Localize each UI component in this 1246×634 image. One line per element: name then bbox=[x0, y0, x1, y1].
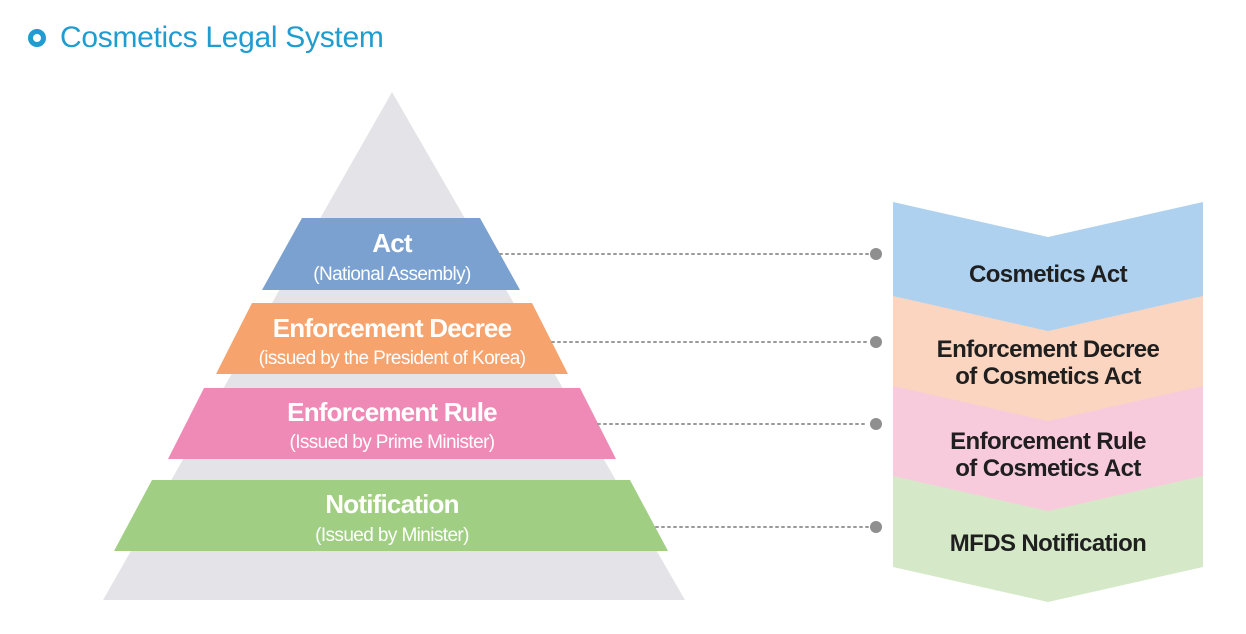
tier-band-enforcement-rule bbox=[168, 388, 616, 459]
section-header: Cosmetics Legal System bbox=[24, 18, 384, 58]
tier-band-enforcement-decree bbox=[216, 303, 568, 374]
tier-subtitle-notification: (Issued by Minister) bbox=[315, 525, 469, 546]
law-chevron-enforcement-decree bbox=[893, 293, 1203, 421]
ring-icon bbox=[28, 29, 46, 47]
tier-title-enforcement-decree: Enforcement Decree bbox=[273, 313, 512, 343]
tier-subtitle-enforcement-rule: (Issued by Prime Minister) bbox=[289, 432, 494, 453]
law-label-enforcement-rule-line1: Enforcement Rule bbox=[950, 428, 1146, 455]
tier-subtitle-enforcement-decree: (issued by the President of Korea) bbox=[259, 348, 526, 369]
tier-subtitle-act: (National Assembly) bbox=[313, 264, 471, 285]
tier-title-act: Act bbox=[372, 228, 413, 258]
page-title: Cosmetics Legal System bbox=[60, 21, 384, 54]
law-label-cosmetics-act: Cosmetics Act bbox=[969, 261, 1128, 288]
law-chevron-mfds-notification bbox=[893, 473, 1203, 602]
tier-title-notification: Notification bbox=[325, 489, 458, 519]
connector-dot-act bbox=[870, 248, 882, 260]
connector-dot-enforcement-decree bbox=[870, 336, 882, 348]
connector-dot-enforcement-rule bbox=[870, 418, 882, 430]
tier-title-enforcement-rule: Enforcement Rule bbox=[287, 397, 497, 427]
law-chevron-cosmetics-act bbox=[893, 202, 1203, 331]
tier-band-notification bbox=[114, 480, 668, 551]
law-label-enforcement-rule-line2: of Cosmetics Act bbox=[955, 455, 1141, 482]
tier-band-act bbox=[262, 218, 520, 290]
law-chevron-enforcement-rule bbox=[893, 383, 1203, 511]
law-label-mfds-notification: MFDS Notification bbox=[950, 530, 1146, 557]
law-label-enforcement-decree-line2: of Cosmetics Act bbox=[955, 363, 1141, 390]
connector-dot-notification bbox=[870, 521, 882, 533]
law-label-enforcement-decree-line1: Enforcement Decree bbox=[937, 336, 1160, 363]
